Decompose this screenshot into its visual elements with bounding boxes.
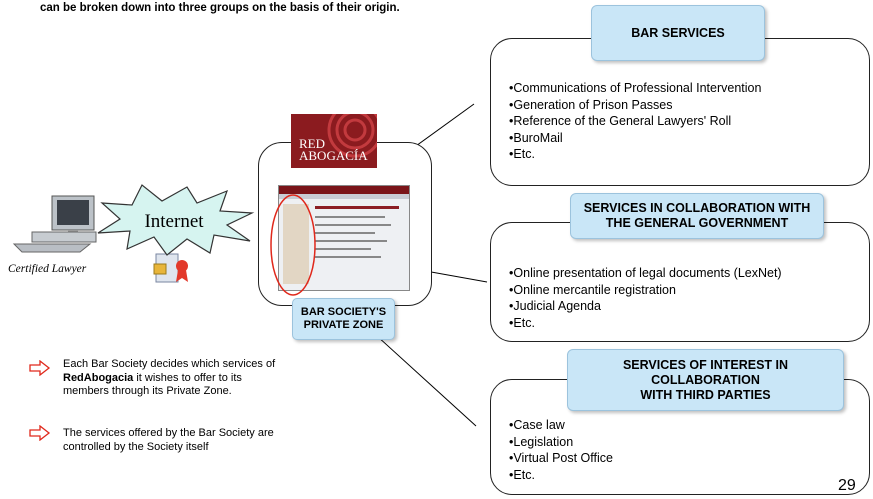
note2-line2: controlled by the Society itself: [63, 440, 209, 453]
internet-label: Internet: [144, 211, 204, 232]
list-item: BuroMail: [509, 130, 761, 147]
note1-line3: members through its Private Zone.: [63, 385, 232, 397]
note1-suffix: it wishes to offer to its: [133, 371, 242, 384]
note1-line2: RedAbogacia it wishes to offer to its: [63, 372, 343, 386]
private-zone-screenshot: [278, 185, 410, 291]
list-item: Online presentation of legal documents (…: [509, 265, 781, 282]
redabogacia-logo: RED ABOGACÍA: [291, 114, 377, 168]
computer-icon: [12, 195, 97, 253]
brand-line1: RED: [299, 136, 325, 151]
zone-line1: BAR SOCIETY'S: [300, 306, 387, 318]
government-services-list: Online presentation of legal documents (…: [509, 265, 782, 332]
redabogacia-bold: RedAbogacia: [63, 371, 134, 384]
list-item: Legislation: [509, 434, 613, 451]
note-services-control: The services offered by the Bar Society …: [63, 427, 353, 454]
arrow-right-icon: [29, 360, 51, 376]
bar-services-title: BAR SERVICES: [631, 25, 725, 40]
government-header-line1: SERVICES IN COLLABORATION WITH: [583, 201, 811, 215]
list-item: Etc.: [509, 467, 613, 484]
bar-services-panel: Communications of Professional Intervent…: [490, 38, 870, 186]
list-item: Case law: [509, 417, 613, 434]
note2-line1: The services offered by the Bar Society …: [63, 427, 274, 439]
list-item: Reference of the General Lawyers' Roll: [509, 113, 761, 130]
note1-line1: Each Bar Society decides which services …: [63, 358, 276, 370]
page-number: 29: [838, 477, 856, 494]
list-item: Generation of Prison Passes: [509, 97, 761, 114]
certified-lawyer-caption: Certified Lawyer: [8, 263, 87, 275]
internet-starburst: Internet: [97, 184, 255, 256]
third-party-services-header: SERVICES OF INTEREST IN COLLABORATION WI…: [567, 349, 844, 411]
list-item: Etc.: [509, 146, 761, 163]
bar-services-list: Communications of Professional Intervent…: [509, 80, 761, 163]
government-services-panel: Online presentation of legal documents (…: [490, 222, 870, 342]
government-header-line2: THE GENERAL GOVERNMENT: [605, 216, 789, 230]
government-services-header: SERVICES IN COLLABORATION WITH THE GENER…: [570, 193, 824, 239]
brand-line2: ABOGACÍA: [299, 148, 368, 163]
highlight-ellipse: [270, 194, 316, 296]
note-services-selection: Each Bar Society decides which services …: [63, 358, 343, 399]
list-item: Online mercantile registration: [509, 282, 782, 299]
bar-services-header: BAR SERVICES: [591, 5, 765, 61]
list-item: Judicial Agenda: [509, 298, 782, 315]
intro-text: can be broken down into three groups on …: [40, 2, 400, 14]
logo-swirl: [327, 114, 377, 158]
private-zone-label: BAR SOCIETY'S PRIVATE ZONE: [292, 298, 395, 340]
zone-line2: PRIVATE ZONE: [303, 319, 384, 331]
third-party-header-line1: SERVICES OF INTEREST IN COLLABORATION: [622, 357, 789, 387]
third-party-header-line2: WITH THIRD PARTIES: [640, 387, 771, 402]
certificate-icon: [153, 253, 188, 283]
list-item: Virtual Post Office: [509, 450, 613, 467]
arrow-right-icon: [29, 425, 51, 441]
third-party-services-list: Case law Legislation Virtual Post Office…: [509, 417, 613, 483]
list-item: Communications of Professional Intervent…: [509, 80, 761, 97]
list-item: Etc.: [509, 315, 782, 332]
